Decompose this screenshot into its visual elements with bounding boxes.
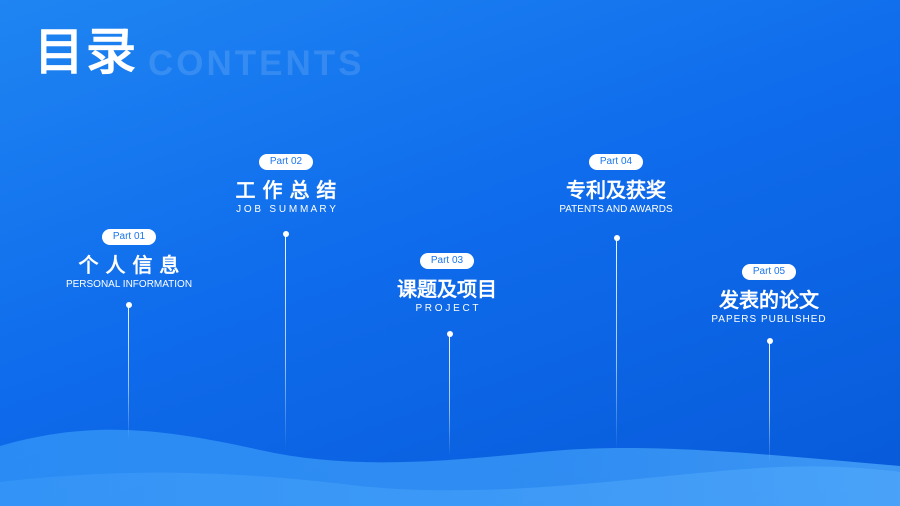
title-english: CONTENTS xyxy=(148,44,365,83)
part-badge: Part 01 xyxy=(101,229,157,245)
timeline-dot xyxy=(447,331,453,337)
timeline-dot xyxy=(767,338,773,344)
part-title: 工 作 总 结 xyxy=(235,178,337,202)
part-subtitle: PAPERS PUBLISHED xyxy=(711,314,827,325)
timeline-line xyxy=(616,238,617,450)
contents-item-2[interactable]: Part 02 工 作 总 结 J O B S U M M A R Y xyxy=(176,149,396,216)
timeline-dot xyxy=(614,235,620,241)
page-title: 目录 xyxy=(34,23,138,81)
timeline-line xyxy=(449,334,450,456)
part-badge: Part 03 xyxy=(419,253,475,269)
timeline-line xyxy=(285,234,286,450)
part-subtitle: PERSONAL INFORMATION xyxy=(65,279,193,290)
part-title: 个 人 信 息 xyxy=(78,253,180,277)
part-badge: Part 05 xyxy=(741,264,797,280)
timeline-dot xyxy=(126,302,132,308)
part-title: 课题及项目 xyxy=(397,277,497,301)
contents-item-4[interactable]: Part 04 专利及获奖 PATENTS AND AWARDS xyxy=(506,149,726,216)
contents-item-1[interactable]: Part 01 个 人 信 息 PERSONAL INFORMATION xyxy=(19,224,239,291)
part-subtitle: PATENTS AND AWARDS xyxy=(559,204,673,215)
timeline-dot xyxy=(283,231,289,237)
timeline-line xyxy=(128,305,129,440)
timeline-line xyxy=(769,341,770,463)
part-subtitle: P R O J E C T xyxy=(415,303,479,314)
part-title: 专利及获奖 xyxy=(566,178,666,202)
contents-item-5[interactable]: Part 05 发表的论文 PAPERS PUBLISHED xyxy=(659,259,879,326)
part-subtitle: J O B S U M M A R Y xyxy=(236,204,336,215)
part-title: 发表的论文 xyxy=(719,288,819,312)
part-badge: Part 02 xyxy=(258,154,314,170)
part-badge: Part 04 xyxy=(588,154,644,170)
contents-item-3[interactable]: Part 03 课题及项目 P R O J E C T xyxy=(337,248,557,315)
